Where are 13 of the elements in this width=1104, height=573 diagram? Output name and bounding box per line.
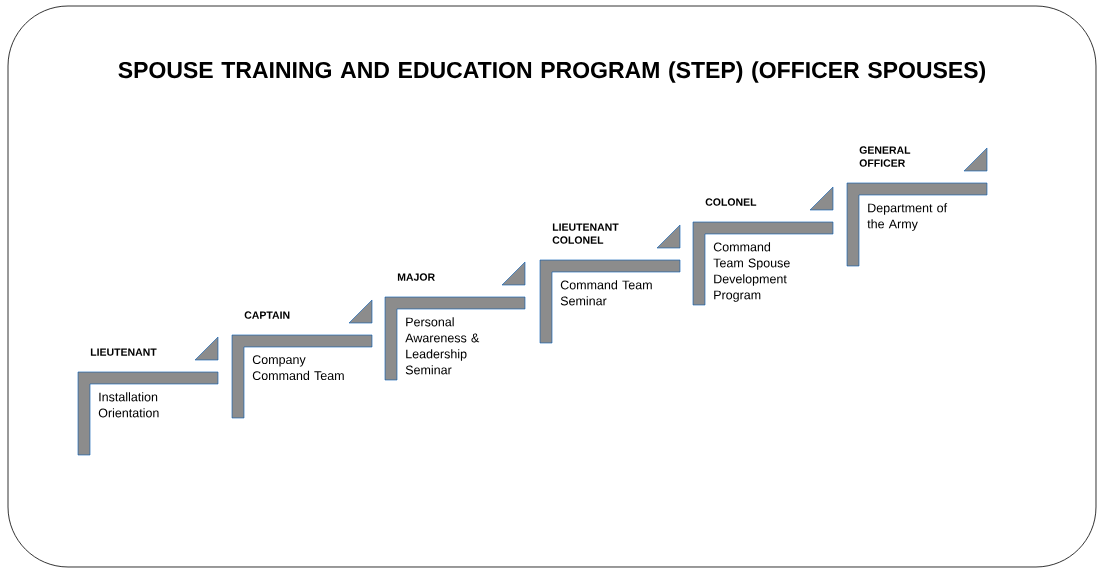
rank-label: LIEUTENANT COLONEL — [552, 223, 619, 244]
step-text: Installation Orientation — [98, 392, 159, 418]
rank-label: MAJOR — [397, 273, 435, 281]
step-text: Personal Awareness & Leadership Seminar — [405, 317, 480, 375]
rank-label: GENERAL OFFICER — [859, 146, 911, 167]
rank-label: COLONEL — [705, 198, 757, 206]
step-text: Company Command Team — [252, 355, 344, 381]
step-text: Department of the Army — [867, 203, 948, 231]
title: SPOUSE TRAINING AND EDUCATION PROGRAM (STEP) (OFFICER SPOUSES) — [118, 61, 986, 83]
step-text: Command Team Seminar — [560, 280, 652, 306]
rank-label: CAPTAIN — [244, 311, 290, 319]
rank-label: LIEUTENANT — [90, 348, 157, 356]
step-text: Command Team Spouse Development Program — [713, 242, 790, 302]
